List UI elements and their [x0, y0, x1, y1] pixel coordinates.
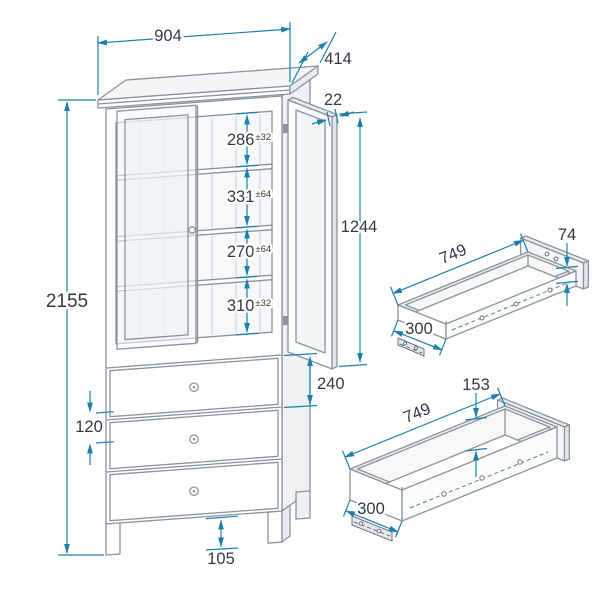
- dim-label-drawer-width: 300: [357, 500, 385, 518]
- dim-label-door-thickness: 22: [324, 91, 342, 109]
- drawer-panel-side-edge: [563, 424, 571, 462]
- dim-total-height-2155: 2155: [44, 99, 104, 556]
- cabinet-top-board: [97, 65, 319, 109]
- dim-label-door-height: 1244: [341, 218, 378, 236]
- dim-door-height-1244: 1244: [338, 111, 380, 368]
- dim-label-drawer-width: 300: [405, 320, 433, 338]
- dim-depth-414: 414: [291, 31, 354, 84]
- dim-shallow-drawer: 74 749 300: [389, 224, 578, 356]
- dim-label-drawer-front: 240: [317, 375, 345, 393]
- dim-label-bottom-rail: 120: [75, 418, 103, 436]
- dim-label-shelf-gap-2: 331±64: [227, 188, 271, 206]
- glass-door-left-pane: [124, 114, 189, 341]
- drawer-detail-deep: [349, 397, 571, 542]
- dim-label-drawer-height: 153: [462, 376, 490, 394]
- dim-leg-height-105: 105: [205, 515, 239, 570]
- drawer-panel-side-edge: [582, 260, 590, 290]
- cabinet-drawing: [97, 65, 319, 556]
- dim-label-depth: 414: [324, 50, 352, 68]
- drawer-slide-bracket: [351, 515, 393, 542]
- dim-label-leg-height: 105: [207, 550, 235, 568]
- dim-shelf-spacing-chain: 286±32 331±64 270±64 310±32: [225, 111, 273, 336]
- glass-door-knob: [188, 226, 196, 234]
- dim-label-width: 904: [154, 27, 182, 45]
- cabinet-legs: [105, 490, 311, 556]
- dim-label-shelf-gap-3: 270±64: [227, 243, 271, 261]
- dim-label-shelf-gap-1: 286±32: [227, 131, 271, 149]
- drawer-detail-shallow: [397, 235, 590, 357]
- dim-drawer-front-240: 240: [283, 352, 347, 409]
- dim-label-total-height: 2155: [46, 291, 88, 312]
- glass-door-left: [116, 104, 197, 350]
- drawer-long-face: [445, 270, 577, 340]
- dim-width-904: 904: [97, 22, 291, 95]
- dim-bottom-rail-120: 120: [73, 391, 115, 465]
- drawer-knobs: [189, 382, 199, 497]
- open-door-glass-pane: [295, 109, 326, 354]
- dim-label-drawer-height: 74: [558, 226, 576, 244]
- drawer-boundaries: [105, 354, 283, 473]
- drawer-long-face: [401, 426, 558, 522]
- open-door-outer-edge: [331, 113, 338, 370]
- dim-label-shelf-gap-4: 310±32: [227, 297, 271, 315]
- open-door: [283, 96, 338, 370]
- drawer-slide-rail: [409, 451, 549, 509]
